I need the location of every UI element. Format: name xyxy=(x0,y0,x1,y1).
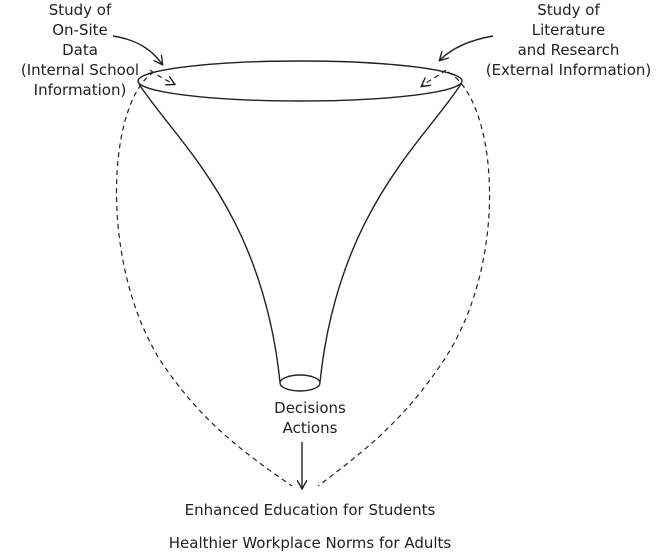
external-research-line-2: Literature xyxy=(531,21,606,39)
funnel-spout xyxy=(279,374,321,392)
external-research-line-4: (External Information) xyxy=(485,61,652,79)
right-feedback-loop xyxy=(317,71,491,487)
external-research-label: Study of Literature and Research (Extern… xyxy=(478,0,659,80)
internal-data-line-1: Study of xyxy=(48,1,112,19)
left-input-arrow xyxy=(112,35,162,64)
left-inner-dashed-arrow xyxy=(149,69,174,84)
funnel-top-rim xyxy=(137,60,463,102)
internal-data-line-4: (Internal School xyxy=(20,61,140,79)
external-research-line-3: and Research xyxy=(517,41,620,59)
outcome-adults: Healthier Workplace Norms for Adults xyxy=(168,534,452,552)
funnel-right-side xyxy=(319,83,462,383)
decisions-actions-label: Decisions Actions xyxy=(240,398,380,438)
outcome-students: Enhanced Education for Students xyxy=(184,501,436,519)
right-input-arrow xyxy=(440,35,494,60)
external-research-line-1: Study of xyxy=(537,1,600,19)
internal-data-label: Study of On-Site Data (Internal School I… xyxy=(0,0,160,100)
internal-data-line-2: On-Site xyxy=(52,21,108,39)
actions-line: Actions xyxy=(282,419,338,437)
left-feedback-loop xyxy=(115,71,293,487)
decisions-line: Decisions xyxy=(274,399,346,417)
funnel-left-side xyxy=(138,83,281,383)
internal-data-line-5: Information) xyxy=(33,81,127,99)
internal-data-line-3: Data xyxy=(62,41,98,59)
right-inner-dashed-arrow xyxy=(422,69,447,86)
